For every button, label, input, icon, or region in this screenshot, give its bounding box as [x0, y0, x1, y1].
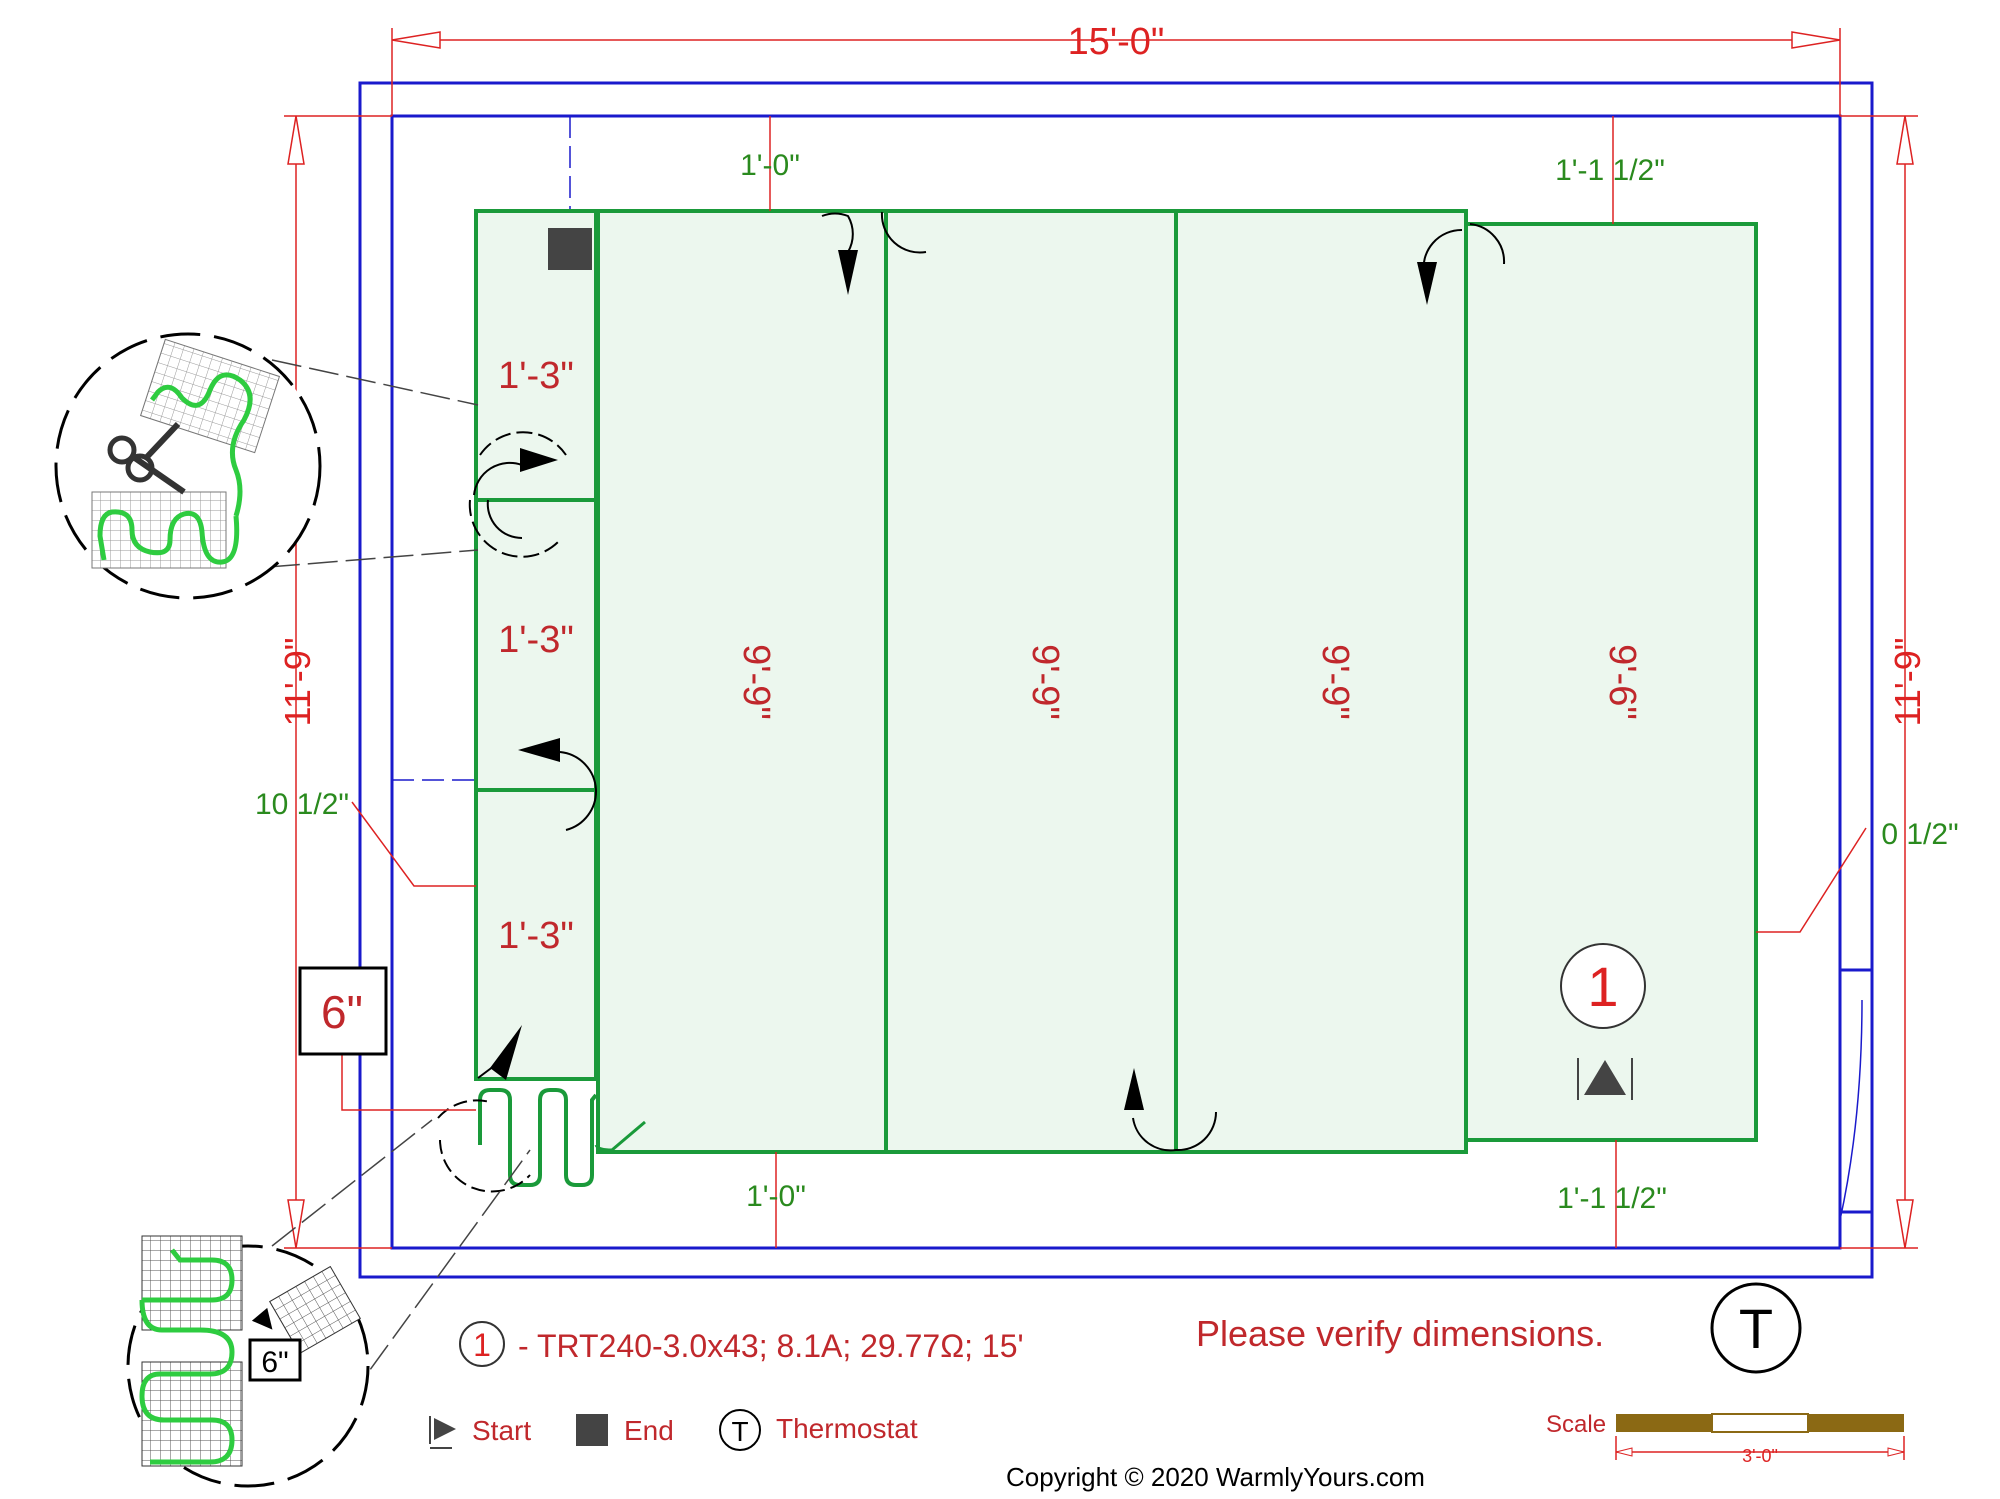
direction-arrow-icon	[490, 1025, 522, 1080]
copyright: Copyright © 2020 WarmlyYours.com	[1006, 1462, 1425, 1492]
legend-start-label: Start	[472, 1415, 531, 1446]
dim-arrow-icon	[1791, 31, 1841, 49]
heating-mats	[474, 209, 1758, 1187]
door-swing	[1839, 999, 1863, 1221]
run-length-4: 9'-6"	[1601, 644, 1643, 720]
legend-mat-spec: - TRT240-3.0x43; 8.1A; 29.77Ω; 15'	[518, 1328, 1024, 1364]
scale-length: 3'-0"	[1742, 1446, 1778, 1466]
legend-thermostat-label: Thermostat	[776, 1413, 918, 1444]
dim-left-gap: 10 1/2"	[255, 788, 349, 821]
dim-arrow-icon	[287, 115, 305, 165]
door-jamb	[1838, 968, 1874, 1214]
dim-left-height: 11'-9"	[277, 637, 318, 726]
turn-arc-top-1	[821, 212, 854, 253]
door-offset-box	[298, 966, 388, 1056]
detail-cut-offset: 6"	[261, 1346, 288, 1379]
turn-arc-start	[437, 1099, 491, 1119]
turn-arc-left-2	[559, 751, 598, 831]
run-length-2: 9'-9"	[1024, 644, 1066, 720]
dim-top-left-offset: 1'-0"	[740, 149, 800, 182]
thermostat-icon	[719, 1409, 761, 1451]
dim-leader-left	[351, 801, 476, 887]
outer-wall	[358, 81, 1874, 1279]
cut-detail-callout	[54, 332, 479, 600]
dim-arrow-icon	[1896, 115, 1914, 165]
direction-arrow-icon	[1124, 1068, 1144, 1110]
turn-arc-left-1c	[486, 499, 523, 540]
direction-arrow-icon	[518, 738, 560, 762]
turn-arc-left-1	[479, 431, 567, 456]
dim-overall-width: 15'-0"	[1068, 21, 1165, 63]
legend-mat-marker	[459, 1321, 505, 1367]
direction-arrow-icon	[1417, 262, 1437, 305]
turn-arc-left-1b	[468, 499, 561, 558]
dim-arrow-icon	[287, 1199, 305, 1249]
mat-serpentine-start	[478, 1088, 598, 1187]
scale-bar: Scale 3'-0"	[1546, 1411, 1905, 1466]
turn-arc-top-1b	[880, 211, 927, 254]
direction-arrow-icon	[838, 250, 858, 295]
dim-bottom-left-offset: 1'-0"	[746, 1180, 806, 1213]
run-length-3: 9'-9"	[1314, 644, 1356, 720]
segment-length-1: 1'-3"	[498, 355, 574, 397]
thermostat-symbol: T	[1739, 1297, 1773, 1360]
legend-end-label: End	[624, 1415, 674, 1446]
segment-length-3: 1'-3"	[498, 915, 574, 957]
end-marker-icon	[548, 228, 592, 270]
inner-wall	[390, 114, 1842, 1250]
direction-arrow-icon	[251, 1307, 273, 1330]
segment-length-2: 1'-3"	[498, 619, 574, 661]
legend: 1 - TRT240-3.0x43; 8.1A; 29.77Ω; 15' Sta…	[429, 1321, 1024, 1451]
thermostat-icon	[1710, 1282, 1802, 1374]
scissors-icon	[107, 421, 186, 495]
direction-arrow-stem	[477, 1059, 503, 1079]
dim-right-height: 11'-9"	[1887, 637, 1928, 726]
mat-corner-tail	[594, 1120, 646, 1152]
dim-arrow-icon	[391, 31, 441, 49]
dim-leader-door	[341, 1052, 476, 1111]
end-square-icon	[576, 1414, 608, 1446]
start-triangle-icon	[1577, 1058, 1633, 1100]
zone-marker	[1560, 943, 1646, 1029]
dim-top-right-offset: 1'-1 1/2"	[1555, 154, 1665, 187]
legend-thermostat-symbol: T	[731, 1416, 748, 1447]
scale-label: Scale	[1546, 1411, 1606, 1438]
dimension-lines	[284, 28, 1918, 1249]
direction-arrows	[437, 211, 1506, 1193]
start-triangle-icon	[434, 1418, 456, 1440]
offset-detail-callout: 6"	[126, 1119, 531, 1488]
dim-leader-right	[1756, 827, 1867, 933]
turn-arc-start-b	[439, 1139, 531, 1193]
turn-arc-top-2b	[1469, 223, 1506, 265]
run-length-1: 9'-9"	[735, 644, 777, 720]
dim-bottom-right-offset: 1'-1 1/2"	[1557, 1182, 1667, 1215]
mat-run-3	[1174, 209, 1468, 1154]
dim-arrow-icon	[1896, 1199, 1914, 1249]
zone-number: 1	[1587, 955, 1618, 1018]
dim-right-gap: 0 1/2"	[1881, 818, 1958, 851]
dim-door-offset: 6"	[321, 986, 363, 1038]
turn-arc-left-1d	[473, 461, 523, 496]
mat-run-2	[884, 209, 1178, 1154]
direction-arrow-icon	[520, 448, 558, 472]
verify-note: Please verify dimensions.	[1196, 1313, 1604, 1354]
turn-arc-bottom	[1132, 1111, 1218, 1152]
legend-mat-number: 1	[473, 1327, 491, 1363]
